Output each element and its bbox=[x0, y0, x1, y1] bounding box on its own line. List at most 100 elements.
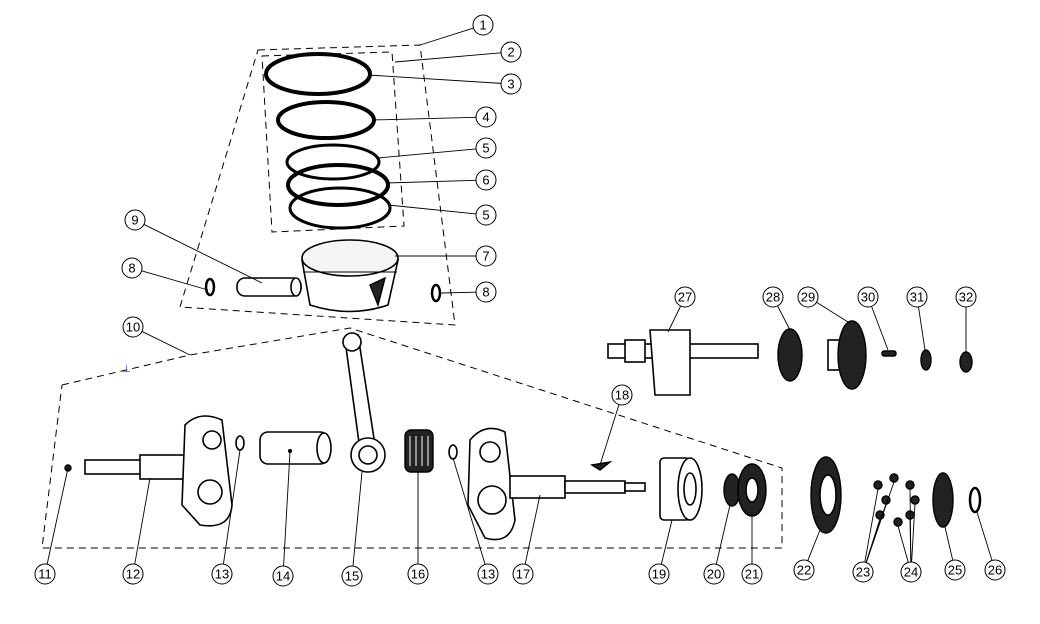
callout-circle bbox=[122, 563, 144, 585]
callout-5: 5 bbox=[475, 137, 497, 159]
callout-circle bbox=[906, 286, 928, 308]
callout-number: 18 bbox=[615, 388, 629, 403]
left-crank-half bbox=[64, 415, 233, 527]
piston-group-boundary bbox=[179, 44, 456, 326]
callout-number: 27 bbox=[678, 290, 692, 305]
callout-circle bbox=[852, 561, 874, 583]
callout-1: 1 bbox=[472, 14, 494, 36]
leader-line bbox=[141, 331, 191, 356]
callout-5: 5 bbox=[475, 204, 497, 226]
ball-bearing bbox=[659, 457, 703, 521]
callout-29: 29 bbox=[797, 286, 819, 308]
leader-line bbox=[371, 116, 477, 121]
callout-number: 9 bbox=[131, 213, 138, 228]
callout-17: 17 bbox=[512, 563, 534, 585]
leader-line bbox=[367, 74, 502, 84]
leader-line bbox=[387, 204, 477, 215]
leader-line bbox=[452, 457, 486, 565]
circlip-right bbox=[430, 283, 442, 303]
callout-26: 26 bbox=[984, 559, 1006, 581]
callout-circle bbox=[121, 257, 143, 279]
crank-pin bbox=[259, 431, 332, 465]
leader-line bbox=[897, 525, 909, 563]
leader-line bbox=[524, 494, 541, 565]
callout-6: 6 bbox=[475, 169, 497, 191]
callout-8: 8 bbox=[121, 257, 143, 279]
balancer-shaft bbox=[607, 329, 759, 396]
callout-11: 11 bbox=[34, 563, 56, 585]
piston-rings bbox=[264, 52, 392, 230]
callout-circle bbox=[407, 563, 429, 585]
piston-pin bbox=[236, 277, 302, 297]
leader-line bbox=[419, 27, 474, 46]
callout-number: 32 bbox=[959, 290, 973, 305]
callout-circle bbox=[475, 204, 497, 226]
callout-32: 32 bbox=[955, 286, 977, 308]
washer-13b bbox=[448, 444, 458, 460]
leader-line bbox=[394, 52, 502, 63]
callout-30: 30 bbox=[857, 286, 879, 308]
callout-circle bbox=[475, 281, 497, 303]
callout-number: 5 bbox=[482, 141, 489, 156]
callout-number: 8 bbox=[482, 285, 489, 300]
thrust-plate bbox=[932, 472, 954, 528]
leader-line bbox=[777, 305, 791, 331]
callout-circle bbox=[500, 41, 522, 63]
callout-number: 17 bbox=[516, 567, 530, 582]
leader-line bbox=[134, 477, 151, 565]
callout-number: 13 bbox=[481, 567, 495, 582]
ring-set-boundary bbox=[261, 51, 405, 233]
callout-2: 2 bbox=[500, 41, 522, 63]
callout-number: 4 bbox=[482, 110, 489, 125]
leader-line bbox=[352, 471, 363, 567]
callout-circle bbox=[762, 286, 784, 308]
callout-circle bbox=[611, 384, 633, 406]
leader-line bbox=[871, 306, 889, 351]
connecting-rod bbox=[342, 332, 386, 473]
callout-circle bbox=[122, 316, 144, 338]
callout-number: 22 bbox=[797, 563, 811, 578]
callout-circle bbox=[984, 559, 1006, 581]
callout-number: 24 bbox=[904, 565, 918, 580]
callout-20: 20 bbox=[703, 563, 725, 585]
callout-circle bbox=[477, 563, 499, 585]
callout-number: 16 bbox=[411, 567, 425, 582]
callout-number: 26 bbox=[988, 563, 1002, 578]
callout-circle bbox=[341, 565, 363, 587]
leader-line bbox=[807, 529, 821, 561]
leader-line bbox=[909, 518, 912, 563]
callout-circle bbox=[857, 286, 879, 308]
circlip-left bbox=[204, 277, 216, 297]
callout-number: 30 bbox=[861, 290, 875, 305]
nut bbox=[959, 351, 973, 373]
callout-4: 4 bbox=[475, 106, 497, 128]
callout-number: 25 bbox=[948, 563, 962, 578]
callout-7: 7 bbox=[475, 245, 497, 267]
callout-number: 8 bbox=[128, 261, 135, 276]
key bbox=[881, 350, 897, 357]
callout-circle bbox=[211, 563, 233, 585]
callout-circle bbox=[34, 563, 56, 585]
callout-number: 15 bbox=[345, 569, 359, 584]
leader-line bbox=[439, 291, 477, 294]
callout-circle bbox=[648, 563, 670, 585]
leader-line bbox=[911, 503, 916, 563]
callout-circle bbox=[797, 286, 819, 308]
lock-washer bbox=[920, 349, 932, 371]
callout-number: 19 bbox=[652, 567, 666, 582]
callout-number: 7 bbox=[482, 249, 489, 264]
washer-13a bbox=[235, 435, 245, 451]
callout-number: 12 bbox=[126, 567, 140, 582]
callout-19: 19 bbox=[648, 563, 670, 585]
callout-28: 28 bbox=[762, 286, 784, 308]
leader-line bbox=[599, 404, 620, 466]
leader-line bbox=[864, 488, 879, 563]
leader-line bbox=[46, 467, 69, 565]
leader-line bbox=[944, 526, 954, 561]
callout-13: 13 bbox=[477, 563, 499, 585]
callout-circle bbox=[500, 73, 522, 95]
callout-number: 20 bbox=[707, 567, 721, 582]
callout-circle bbox=[944, 559, 966, 581]
